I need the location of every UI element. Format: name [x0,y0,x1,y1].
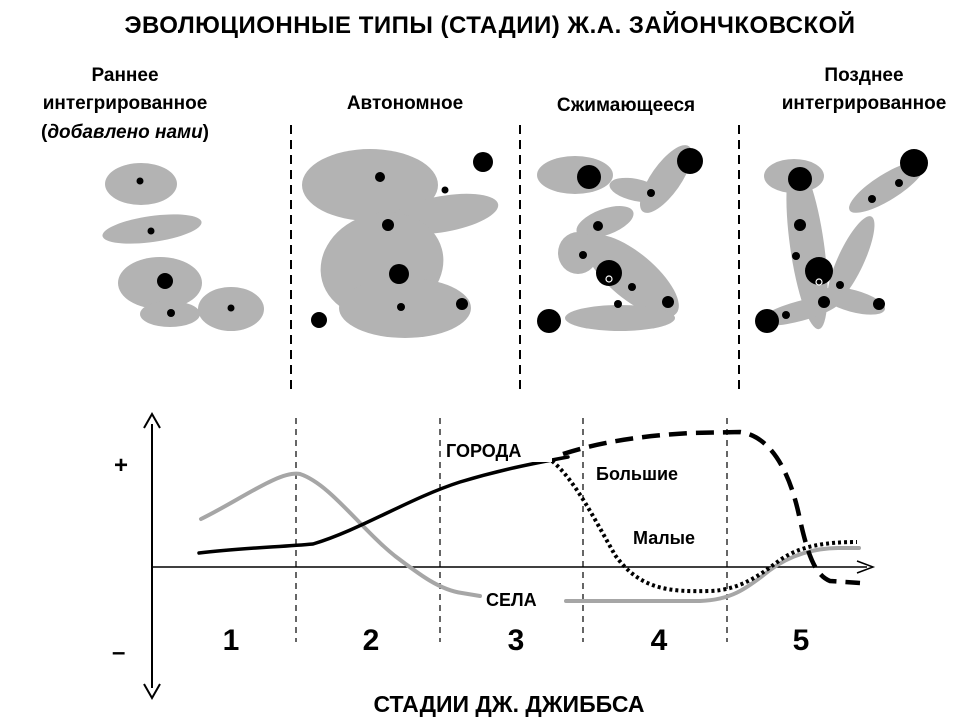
city-dot [782,311,790,319]
city-dot [900,149,928,177]
stage-label-early-line-1: Раннее [91,65,158,86]
city-dot [473,152,493,172]
city-dot [614,300,622,308]
stage-label-early-note: (добавлено нами) [41,122,209,143]
y-axis [143,411,161,701]
city-dot [868,195,876,203]
stage-label-late-line-1: Позднее [824,65,903,86]
large-cities-label: Большие [596,464,678,484]
graph-stage-dividers [295,418,728,642]
area-blob [786,160,828,330]
stage-label-late-line-2: интегрированное [782,93,947,114]
stage-number-5: 5 [793,624,810,657]
area-blob [537,156,613,194]
stage-numbers: 1 2 3 4 5 [223,624,810,657]
y-axis-arrow-down [143,683,161,701]
note-open-paren: ( [41,122,48,143]
note-italic-text: добавлено нами [47,122,203,143]
system-shrinking [537,145,693,331]
city-dot [805,257,833,285]
city-dot [157,273,173,289]
cities-curve [197,455,570,555]
cities-label-bg [444,438,552,462]
city-dot [895,179,903,187]
stage-label-autonomous: Автономное [347,93,463,114]
city-dot [397,303,405,311]
stage-number-2: 2 [363,624,380,657]
area-blob [820,287,886,315]
city-dot [167,309,175,317]
large-cities-curve [562,429,861,586]
city-dot [375,172,385,182]
city-dot [873,298,885,310]
system-early-integrated [102,163,264,331]
cities-label: ГОРОДА [446,441,521,461]
stage-number-3: 3 [508,624,525,657]
city-dot [577,165,601,189]
villages-curve-continued [564,546,861,603]
stage-label-shrinking: Сжимающееся [557,95,695,116]
diagram-title: ЭВОЛЮЦИОННЫЕ ТИПЫ (СТАДИИ) Ж.А. ЗАЙОНЧКО… [124,11,855,39]
city-dot [755,309,779,333]
city-dot [836,281,844,289]
stage-label-early-integrated: Раннее интегрированное (добавлено нами) [41,65,209,143]
city-dot [628,283,636,291]
system-autonomous [302,149,499,338]
city-dot [792,252,800,260]
city-dot [596,260,622,286]
villages-label: СЕЛА [486,590,537,610]
x-axis-arrow [856,560,876,574]
city-dot [677,148,703,174]
city-dot [382,219,394,231]
y-axis-arrow-up [143,411,161,429]
system-late-integrated [759,159,925,330]
settlement-systems [102,145,925,338]
note-close-paren: ) [203,122,209,143]
city-dot [788,167,812,191]
villages-curve [199,471,482,598]
small-cities-label: Малые [633,528,695,548]
minus-sign: – [112,639,125,666]
small-cities-curve [550,459,858,594]
stage-label-late-integrated: Позднее интегрированное [782,65,947,114]
stage-number-1: 1 [223,624,240,657]
city-dot [579,251,587,259]
city-dot [647,189,655,197]
city-dot [537,309,561,333]
city-dot [389,264,409,284]
area-blob [565,305,675,331]
city-dots [136,148,928,333]
area-blob [576,206,634,238]
city-dot [662,296,674,308]
city-dot [794,219,806,231]
city-dot [136,177,144,185]
dot-highlight [605,275,613,283]
dot-highlights [605,275,823,286]
x-axis-title: СТАДИИ ДЖ. ДЖИББСА [373,691,644,717]
area-blob [302,149,438,221]
stage-label-early-line-2: интегрированное [43,93,208,114]
city-dot [227,304,235,312]
city-dot [456,298,468,310]
area-blob [339,278,471,338]
city-dot [593,221,603,231]
city-dot [147,227,155,235]
stage-number-4: 4 [651,624,668,657]
area-blob [585,234,679,318]
city-dot [311,312,327,328]
city-dot [441,186,449,194]
plus-sign: + [114,452,128,479]
x-axis [152,560,876,574]
dot-highlight [815,278,823,286]
villages-label-bg [484,588,564,612]
city-dot [818,296,830,308]
